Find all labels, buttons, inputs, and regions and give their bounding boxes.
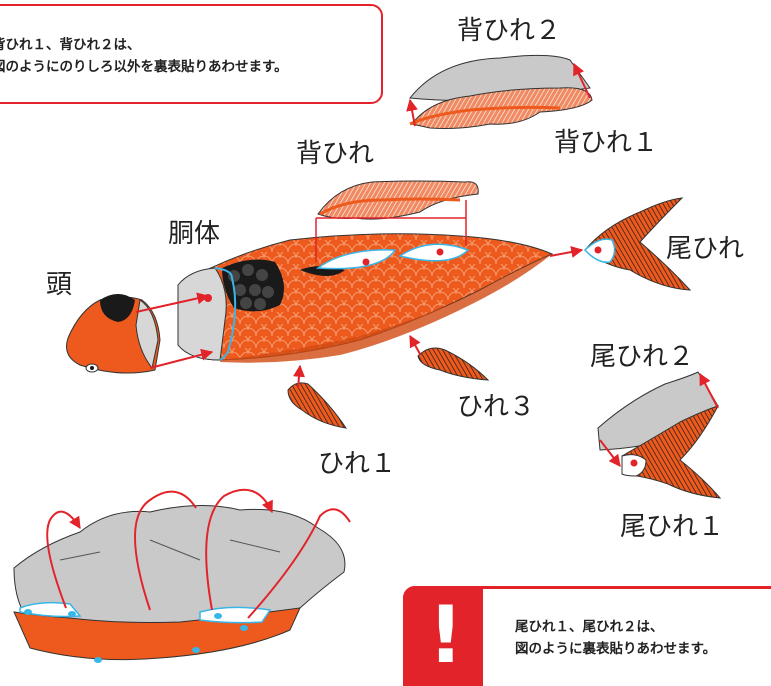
note-top-line2: 図のようにのりしろ以外を裏表貼りあわせます。 <box>0 59 288 75</box>
label-tail-fin-1: 尾ひれ１ <box>620 512 725 542</box>
label-head: 頭 <box>46 270 73 300</box>
fish-body <box>177 233 554 363</box>
arrow-fin-1 <box>293 364 305 389</box>
fin-3-diagram <box>417 347 490 381</box>
tail-fin-1-diagram <box>621 405 722 499</box>
fin-1-diagram <box>287 382 348 429</box>
arrow-tail <box>549 246 584 258</box>
arrow-head-bottom <box>149 348 214 369</box>
body-glue-diagram <box>13 505 346 663</box>
label-dorsal-fin-1: 背ひれ１ <box>554 128 659 158</box>
tail-fin-diagram <box>583 197 692 291</box>
arrow-head-top <box>135 292 210 313</box>
glue-arc-3 <box>205 488 273 611</box>
glue-arc-4 <box>247 508 351 619</box>
label-dorsal-fin-2: 背ひれ２ <box>457 16 562 46</box>
dorsal-fin-diagram <box>317 180 479 220</box>
label-fin-3: ひれ３ <box>457 392 536 422</box>
glue-arc-1 <box>46 510 81 609</box>
fish-head <box>63 294 161 374</box>
note-box-top <box>0 4 383 104</box>
label-fin-1: ひれ１ <box>318 449 397 479</box>
label-tail-fin-2: 尾ひれ２ <box>590 342 695 372</box>
dorsal-fin-1-diagram <box>409 87 593 129</box>
label-tail-fin: 尾ひれ <box>666 234 745 264</box>
warning-block <box>403 586 483 686</box>
label-body: 胴体 <box>168 219 221 249</box>
arrow-dorsal-left <box>406 98 418 127</box>
arrow-fin-3 <box>409 334 421 355</box>
arrow-dorsal-right <box>573 62 591 99</box>
arrow-tail-right <box>699 372 719 409</box>
label-dorsal-fin: 背ひれ <box>296 139 375 169</box>
note-bottom-line2: 図のように裏表貼りあわせます。 <box>515 641 717 657</box>
note-bottom-line1: 尾ひれ１、尾ひれ２は、 <box>515 619 664 635</box>
glue-arc-2 <box>134 490 197 611</box>
arrow-tail-left <box>599 439 621 467</box>
note-top-line1: 背ひれ１、背ひれ２は、 <box>0 37 141 53</box>
